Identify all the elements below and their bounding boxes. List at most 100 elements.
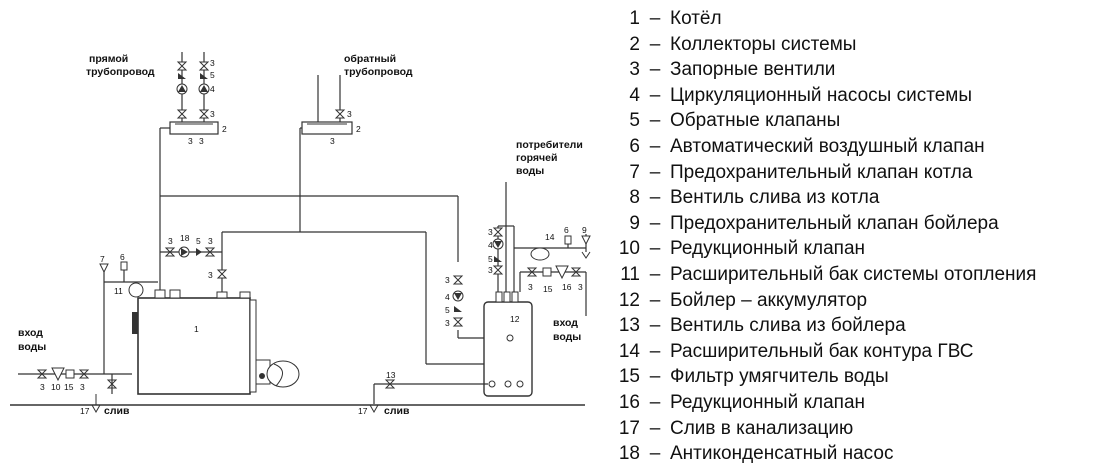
- legend-item: 13–Вентиль слива из бойлера: [612, 313, 1096, 339]
- legend-text: Предохранительный клапан бойлера: [670, 212, 999, 234]
- legend-number: 18: [618, 443, 640, 465]
- label-18: 18: [180, 233, 190, 243]
- consumers-label-line2: горячей: [516, 152, 557, 164]
- legend-text: Запорные вентили: [670, 59, 836, 81]
- legend-text: Редукционный клапан: [670, 238, 866, 260]
- label-17-right: 17: [358, 406, 368, 416]
- legend-dash: –: [649, 8, 661, 29]
- legend-dash: –: [649, 161, 661, 183]
- label-3b-supply-collector: 3: [199, 136, 204, 146]
- legend-number: 3: [629, 59, 640, 81]
- supply-collector: [169, 121, 219, 135]
- label-3-return: 3: [347, 109, 352, 119]
- legend-item: 14–Расширительный бак контура ГВС: [612, 339, 1096, 365]
- label-16: 16: [562, 282, 572, 292]
- legend-number: 7: [629, 161, 640, 183]
- label-3-supply-top: 3: [210, 58, 215, 68]
- label-4-supply: 4: [210, 84, 215, 94]
- legend-item: 2–Коллекторы системы: [612, 32, 1096, 58]
- legend-item: 12–Бойлер – аккумулятор: [612, 288, 1096, 314]
- dhw-inlet-fittings: [519, 265, 587, 316]
- legend-dash: –: [649, 366, 661, 388]
- label-14: 14: [545, 232, 555, 242]
- return-pipe-label-line2: трубопровод: [344, 66, 413, 78]
- legend-number: 5: [629, 110, 640, 132]
- legend-dash: –: [649, 84, 661, 106]
- label-3-inlet-b: 3: [80, 382, 85, 392]
- legend-item: 7–Предохранительный клапан котла: [612, 160, 1096, 186]
- legend-item: 5–Обратные клапаны: [612, 108, 1096, 134]
- dhw-expansion-group: [514, 234, 591, 261]
- label-15-left: 15: [64, 382, 74, 392]
- boiler: [132, 289, 257, 395]
- legend-item: 9–Предохранительный клапан бойлера: [612, 211, 1096, 237]
- legend-number: 8: [629, 187, 640, 209]
- label-3-dhw-b: 3: [488, 265, 493, 275]
- dhw-boiler: [483, 291, 533, 397]
- legend-dash: –: [649, 289, 661, 311]
- legend-item: 15–Фильтр умягчитель воды: [612, 364, 1096, 390]
- legend-dash: –: [649, 110, 661, 132]
- legend-dash: –: [649, 33, 661, 55]
- label-3-ac-right: 3: [208, 236, 213, 246]
- legend-text: Вентиль слива из котла: [670, 187, 880, 209]
- legend-dash: –: [649, 443, 661, 465]
- legend-text: Коллекторы системы: [670, 33, 857, 55]
- legend-number: 1: [629, 8, 640, 29]
- legend-item: 17–Слив в канализацию: [612, 416, 1096, 442]
- label-3-pump-b: 3: [445, 318, 450, 328]
- legend-item: 11–Расширительный бак системы отопления: [612, 262, 1096, 288]
- legend-item: 4–Циркуляционный насосы системы: [612, 83, 1096, 109]
- legend-dash: –: [649, 187, 661, 209]
- water-in-right-line2: воды: [553, 331, 581, 343]
- label-3-supply-bottom: 3: [210, 109, 215, 119]
- label-3-supply-collector: 3: [188, 136, 193, 146]
- legend-dash: –: [649, 212, 661, 234]
- legend-number: 10: [618, 238, 640, 260]
- label-6-boiler: 6: [120, 252, 125, 262]
- label-3-pump-a: 3: [445, 275, 450, 285]
- consumers-label-line1: потребители: [516, 139, 583, 151]
- label-17-left: 17: [80, 406, 90, 416]
- drain-right: [369, 379, 488, 414]
- legend-number: 15: [618, 366, 640, 388]
- label-3-dhw-inlet-b: 3: [578, 282, 583, 292]
- label-10: 10: [51, 382, 61, 392]
- legend-dash: –: [649, 59, 661, 81]
- label-11: 11: [114, 286, 123, 296]
- label-2-supply-collector: 2: [222, 124, 227, 134]
- main-pipes: [159, 127, 510, 365]
- heating-expansion-tank: [99, 261, 158, 298]
- label-4-pump: 4: [445, 292, 450, 302]
- legend-dash: –: [649, 315, 661, 337]
- legend-number: 14: [618, 340, 640, 362]
- label-12: 12: [510, 314, 520, 324]
- legend-text: Расширительный бак контура ГВС: [670, 340, 974, 362]
- consumers-label-line3: воды: [516, 165, 544, 177]
- legend-item: 10–Редукционный клапан: [612, 236, 1096, 262]
- legend-number: 16: [618, 391, 640, 413]
- legend-number: 4: [629, 84, 640, 106]
- inlet-fittings-left: [36, 367, 118, 394]
- legend-dash: –: [649, 238, 661, 260]
- label-9: 9: [582, 225, 587, 235]
- label-4-dhw: 4: [488, 240, 493, 250]
- legend-item: 3–Запорные вентили: [612, 57, 1096, 83]
- legend-text: Фильтр умягчитель воды: [670, 366, 889, 388]
- label-2-return-collector: 2: [356, 124, 361, 134]
- label-3-dhw-a: 3: [488, 227, 493, 237]
- legend-text: Слив в канализацию: [670, 417, 854, 439]
- legend-text: Котёл: [670, 8, 722, 29]
- legend-dash: –: [649, 391, 661, 413]
- drain-left-label: слив: [104, 405, 130, 417]
- label-3-return-collector: 3: [330, 136, 335, 146]
- label-5-supply: 5: [210, 70, 215, 80]
- legend-number: 2: [629, 33, 640, 55]
- legend-text: Предохранительный клапан котла: [670, 161, 973, 183]
- label-13: 13: [386, 370, 396, 380]
- legend-item: 1–Котёл: [612, 6, 1096, 32]
- legend-item: 6–Автоматический воздушный клапан: [612, 134, 1096, 160]
- boiler-pump-line: [452, 275, 464, 327]
- legend-text: Автоматический воздушный клапан: [670, 135, 985, 157]
- legend-text: Обратные клапаны: [670, 110, 841, 132]
